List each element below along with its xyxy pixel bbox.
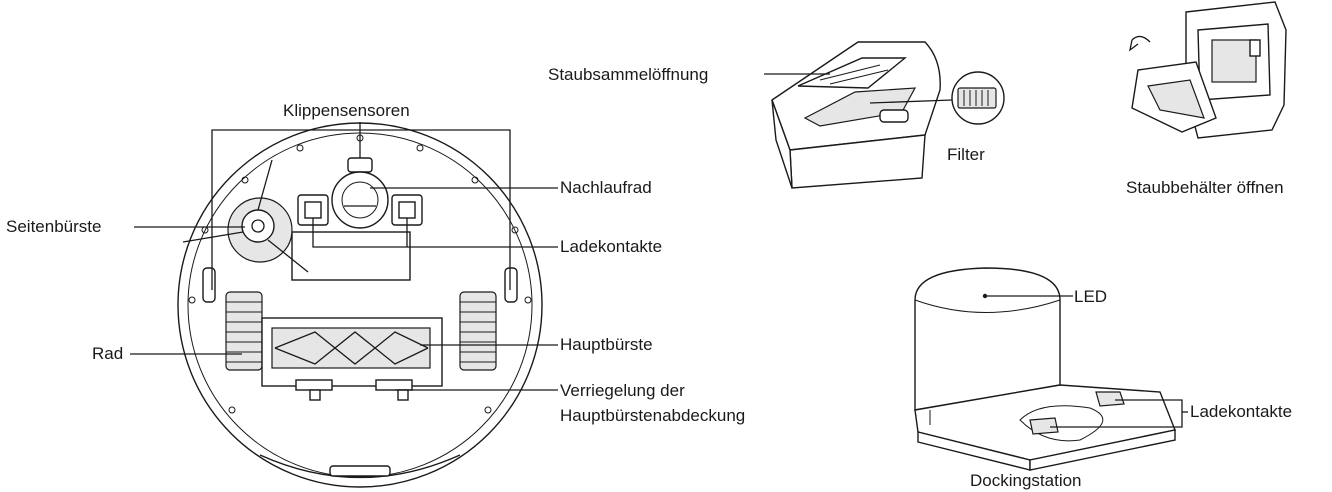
label-dock-caption: Dockingstation: [970, 471, 1082, 490]
label-dust-inlet: Staubsammelöffnung: [548, 65, 708, 84]
dustbin-illustration: [771, 41, 941, 189]
leader-charging-contacts-dock: [1050, 399, 1183, 428]
label-charging-contacts-robot: Ladekontakte: [560, 237, 662, 256]
label-wheel: Rad: [92, 344, 123, 363]
leader-cliff-sensors: [211, 122, 361, 290]
filter-callout: [869, 71, 1005, 125]
label-side-brush: Seitenbürste: [6, 217, 101, 236]
label-main-brush-cover-lock-2: Hauptbürstenabdeckung: [560, 406, 745, 425]
label-main-brush: Hauptbürste: [560, 335, 653, 354]
label-filter: Filter: [947, 145, 985, 164]
label-led: LED: [1074, 287, 1107, 306]
label-open-bin: Staubbehälter öffnen: [1126, 178, 1284, 197]
leader-cliff-sensors-right: [360, 129, 511, 290]
leader-charging-contacts-robot: [312, 218, 558, 248]
label-caster-wheel: Nachlaufrad: [560, 178, 652, 197]
dock-illustration: [914, 267, 1176, 471]
label-main-brush-cover-lock-1: Verriegelung der: [560, 381, 685, 400]
label-cliff-sensors: Klippensensoren: [283, 101, 410, 120]
label-charging-contacts-dock: Ladekontakte: [1190, 402, 1292, 421]
open-dustbin-illustration: [1129, 1, 1287, 139]
robot-bottom-illustration: [177, 122, 543, 488]
